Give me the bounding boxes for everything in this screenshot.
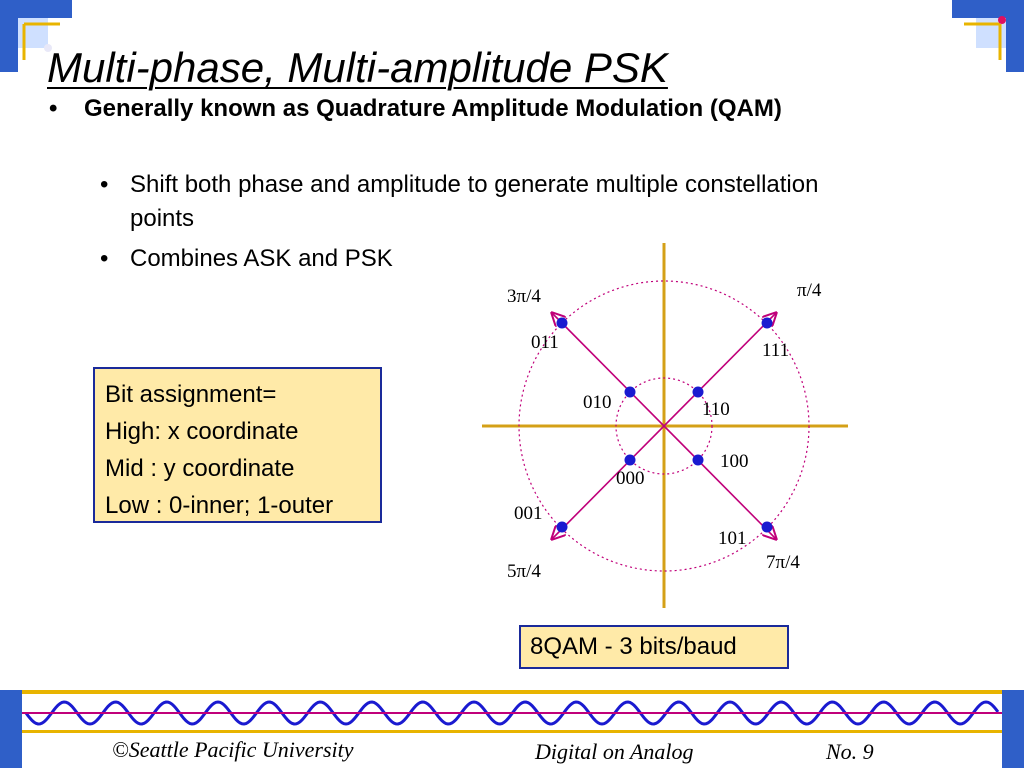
bullet-mark: • xyxy=(100,245,109,272)
bullet-text: Combines ASK and PSK xyxy=(130,245,393,272)
angle-label-pi-over-4: π/4 xyxy=(797,280,822,301)
point-label-001: 001 xyxy=(514,503,543,524)
point-101 xyxy=(761,521,773,533)
point-label-110: 110 xyxy=(702,399,730,420)
bullet-text: Generally known as Quadrature Amplitude … xyxy=(84,95,782,122)
bit-assignment-mid: Mid : y coordinate xyxy=(105,455,295,482)
corner-decoration-top-left xyxy=(0,0,72,72)
vector-3pi-over-4 xyxy=(552,313,665,427)
outer-amplitude-circle xyxy=(518,280,810,572)
point-label-010: 010 xyxy=(583,392,612,413)
qam-caption: 8QAM - 3 bits/baud xyxy=(519,625,789,669)
vector-7pi-over-4 xyxy=(663,425,776,539)
bit-assignment-heading: Bit assignment= xyxy=(105,381,277,408)
point-000 xyxy=(624,454,636,466)
angle-label-7pi-over-4: 7π/4 xyxy=(766,552,800,573)
vector-pi-over-4 xyxy=(663,313,776,427)
point-label-111: 111 xyxy=(762,340,789,361)
point-label-011: 011 xyxy=(531,332,559,353)
point-111 xyxy=(761,317,773,329)
point-110 xyxy=(692,386,704,398)
point-011 xyxy=(556,317,568,329)
footer-copyright: ©Seattle Pacific University xyxy=(112,737,354,762)
bullet-text: Shift both phase and amplitude to genera… xyxy=(130,171,819,232)
footer-page-number: No. 9 xyxy=(826,739,874,764)
point-label-100: 100 xyxy=(720,451,749,472)
inner-amplitude-circle xyxy=(615,377,713,475)
slide-title: Multi-phase, Multi-amplitude PSK xyxy=(47,44,668,91)
angle-label-5pi-over-4: 5π/4 xyxy=(507,561,541,582)
sub-bullet-combines: • Combines ASK and PSK xyxy=(100,242,550,276)
sub-bullet-shift: • Shift both phase and amplitude to gene… xyxy=(100,168,820,236)
angle-label-3pi-over-4: 3π/4 xyxy=(507,286,541,307)
bit-assignment-high: High: x coordinate xyxy=(105,418,299,445)
bit-assignment-box: Bit assignment= High: x coordinate Mid :… xyxy=(93,367,382,523)
bit-assignment-low: Low : 0-inner; 1-outer xyxy=(105,492,334,519)
point-010 xyxy=(624,386,636,398)
footer-wave-band xyxy=(0,690,1024,768)
point-100 xyxy=(692,454,704,466)
bullet-qam: • Generally known as Quadrature Amplitud… xyxy=(49,92,844,126)
point-label-000: 000 xyxy=(616,468,645,489)
corner-decoration-top-right xyxy=(952,0,1024,72)
bullet-mark: • xyxy=(49,95,58,122)
point-label-101: 101 xyxy=(718,528,747,549)
footer-topic: Digital on Analog xyxy=(535,739,694,764)
vector-5pi-over-4 xyxy=(552,425,665,539)
point-001 xyxy=(556,521,568,533)
bullet-mark: • xyxy=(100,171,109,198)
